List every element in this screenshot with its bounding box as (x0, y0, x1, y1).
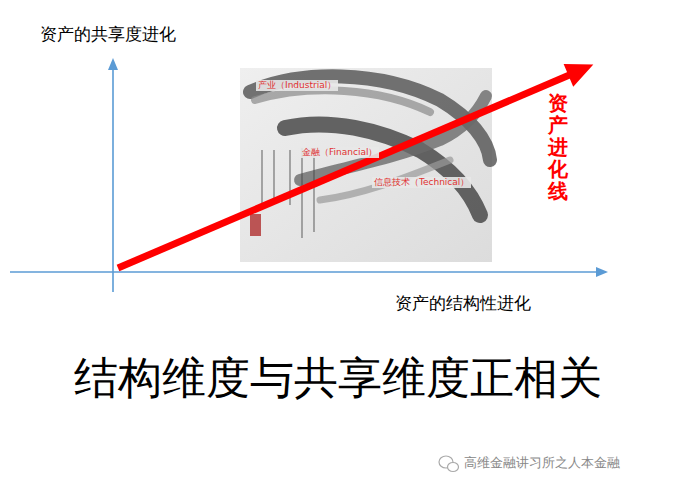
stroke-label: 金融（Financial） (300, 147, 379, 158)
brush-stroke (300, 96, 486, 180)
stroke-label: 产业（Industrial） (256, 80, 338, 91)
evolution-arrow (118, 75, 570, 268)
x-axis (10, 271, 598, 273)
axis-arrowhead (596, 267, 608, 277)
evolution-arrowhead (566, 66, 590, 84)
brush-stroke (255, 90, 430, 112)
arrow-label: 资产进化线 (548, 92, 568, 202)
y-axis (112, 68, 114, 292)
seal (250, 214, 261, 236)
watermark: 高维金融讲习所之人本金融 (464, 455, 620, 471)
title: 结构维度与共享维度正相关 (0, 352, 675, 405)
brush-stroke (250, 76, 490, 160)
axis-label: 资产的共享度进化 (40, 24, 176, 44)
axis-arrowhead (108, 58, 118, 70)
axis-label: 资产的结构性进化 (395, 293, 531, 313)
stroke-label: 信息技术（Technical） (372, 177, 471, 188)
wechat-icon (439, 456, 459, 472)
